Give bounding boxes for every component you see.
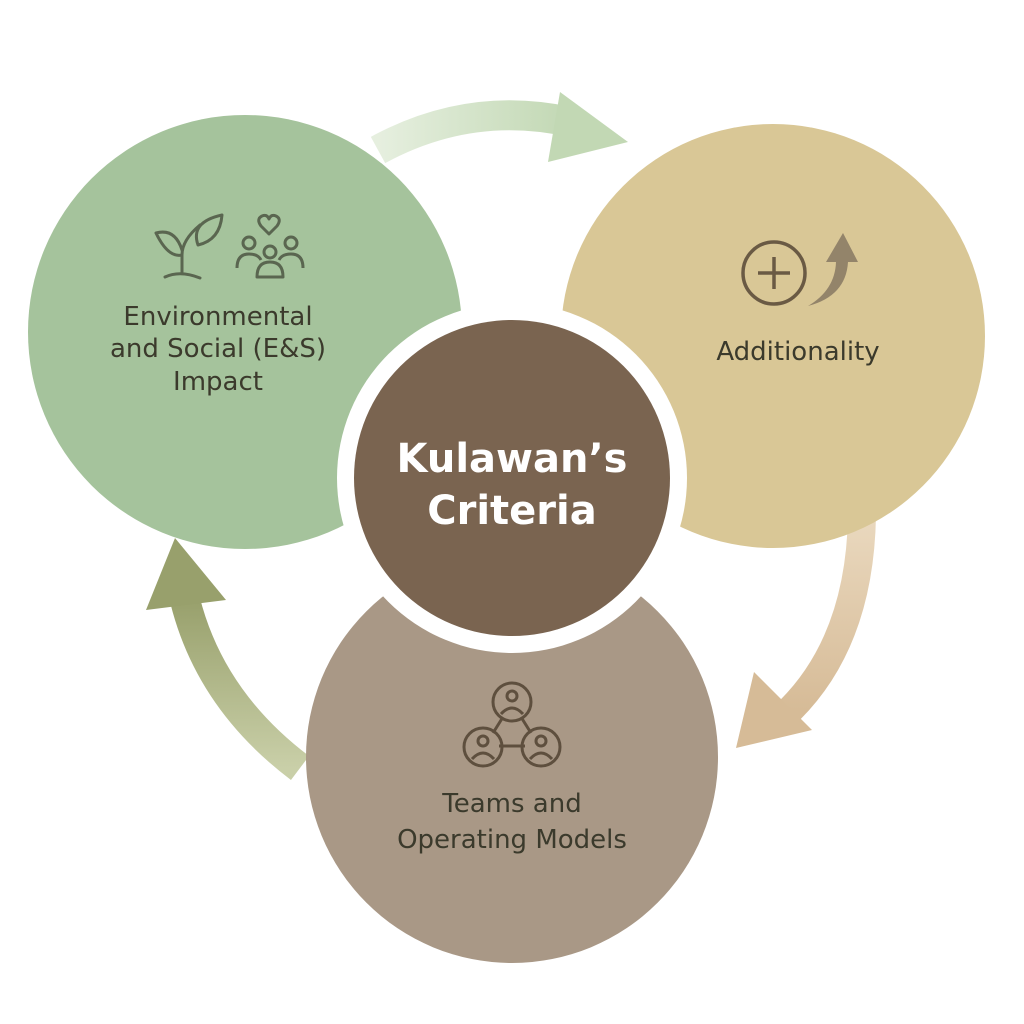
arrow-top: [370, 92, 628, 164]
center-title-2: Criteria: [427, 488, 596, 534]
node-es-impact-label-3: Impact: [173, 367, 263, 397]
center-node: [354, 320, 670, 636]
arrow-left: [146, 538, 310, 780]
node-teams-label-2: Operating Models: [397, 825, 627, 855]
node-es-impact-label-1: Environmental: [123, 302, 312, 332]
arrow-right: [736, 514, 876, 748]
node-es-impact-label-2: and Social (E&S): [110, 334, 326, 364]
node-teams: [306, 551, 718, 963]
node-teams-label-1: Teams and: [441, 789, 581, 819]
node-additionality-label: Additionality: [716, 337, 879, 367]
center-title-1: Kulawan’s: [397, 436, 628, 482]
team-network-icon: [462, 681, 562, 768]
plant-sprout-icon: [154, 213, 224, 280]
community-heart-icon: [235, 213, 305, 279]
up-arrow-icon: [808, 233, 858, 306]
plus-circle-icon: [741, 240, 807, 306]
